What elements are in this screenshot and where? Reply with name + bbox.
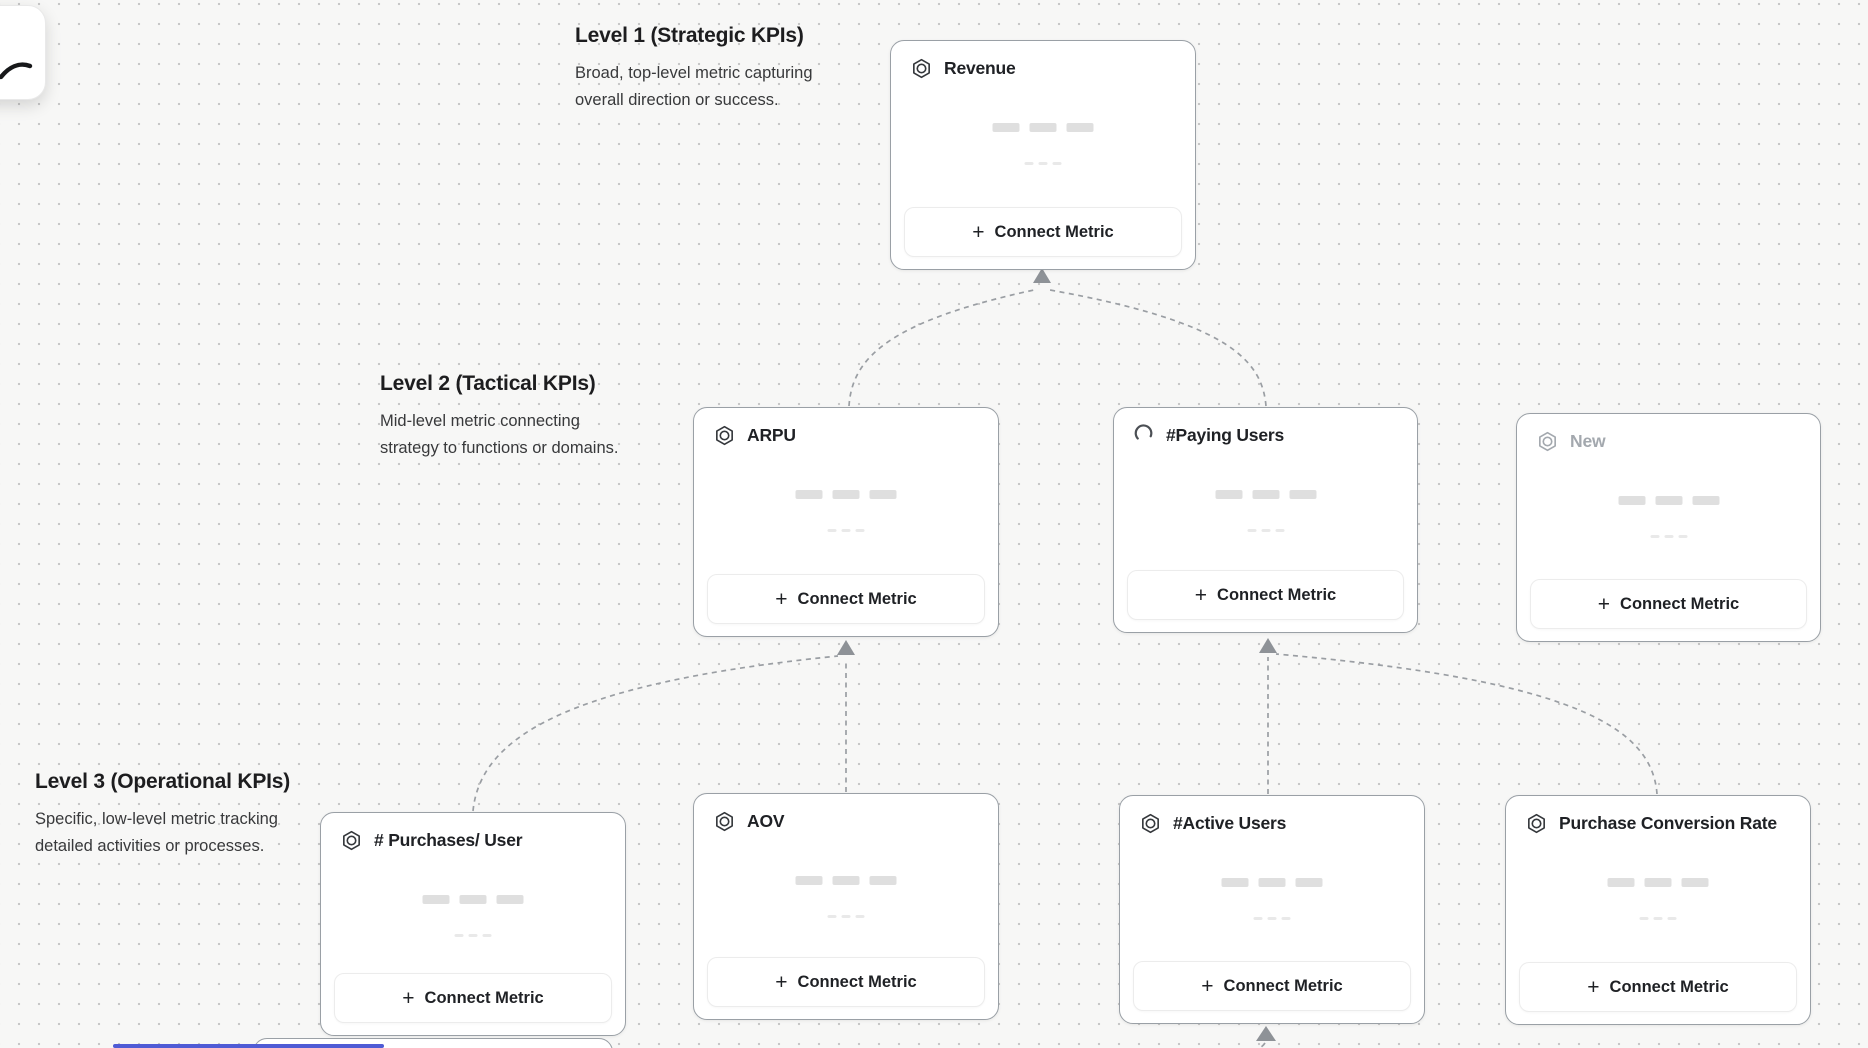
skeleton-bars [992,123,1094,132]
hexagon-metric-icon [913,58,930,79]
card-header: # Purchases/ User [340,829,523,852]
arrowhead-into-payingusers [1259,638,1277,653]
partial-tool-icon[interactable] [0,55,33,81]
level-2-label: Level 2 (Tactical KPIs) Mid-level metric… [380,372,625,462]
connector-purchases-to-arpu [472,655,839,812]
arrowhead-into-arpu [837,640,855,655]
connect-metric-label: Connect Metric [1609,977,1729,996]
skeleton-bars [1607,878,1709,887]
connect-metric-label: Connect Metric [797,972,917,991]
arrowhead-into-revenue [1033,268,1051,283]
skeleton-bars [1618,496,1719,505]
skeleton-dashes [1650,535,1687,538]
plus-icon: + [1201,974,1214,998]
card-title: # Purchases/ User [374,830,523,850]
plus-icon: + [972,220,985,244]
loading-spinner-icon [1134,424,1153,440]
card-title: AOV [747,811,785,831]
connect-metric-label: Connect Metric [994,222,1114,241]
card-header: Revenue [910,57,1016,80]
metric-card-purchases-per-user[interactable]: # Purchases/ User + Connect Metric [320,812,626,1036]
metric-card-revenue[interactable]: Revenue + Connect Metric [890,40,1196,270]
skeleton-dashes [1253,917,1291,920]
metric-card-new[interactable]: New + Connect Metric [1516,413,1821,642]
card-header: #Paying Users [1133,424,1284,446]
card-header: Purchase Conversion Rate [1525,812,1777,835]
plus-icon: + [775,970,788,994]
card-header: ARPU [713,424,796,447]
connect-metric-button[interactable]: + Connect Metric [1133,961,1411,1011]
hexagon-metric-icon [343,830,360,851]
hexagon-metric-icon [1528,813,1545,834]
hexagon-metric-icon [1142,813,1159,834]
level-2-title: Level 2 (Tactical KPIs) [380,372,596,395]
skeleton-bars [1221,878,1323,887]
level-1-description: Broad, top-level metric capturing overal… [575,64,813,109]
arrowhead-into-activeusers [1256,1026,1276,1041]
card-header: AOV [713,810,785,833]
connect-metric-button[interactable]: + Connect Metric [707,957,985,1007]
card-title: Revenue [944,58,1016,78]
corner-toolbar-panel[interactable] [0,5,46,100]
connect-metric-button[interactable]: + Connect Metric [904,207,1182,257]
level-3-title: Level 3 (Operational KPIs) [35,770,291,793]
plus-icon: + [1587,975,1600,999]
card-title: New [1570,431,1606,451]
hexagon-metric-icon [716,811,733,832]
connect-metric-button[interactable]: + Connect Metric [1530,579,1807,629]
skeleton-dashes [827,915,865,918]
skeleton-bars [1215,490,1316,499]
metric-card-aov[interactable]: AOV + Connect Metric [693,793,999,1020]
connect-metric-label: Connect Metric [1217,585,1337,604]
connect-metric-button[interactable]: + Connect Metric [1127,570,1404,620]
plus-icon: + [1194,583,1208,607]
skeleton-bars [795,876,897,885]
metric-card-purchase-conversion-rate[interactable]: Purchase Conversion Rate + Connect Metri… [1505,795,1811,1025]
card-header: #Active Users [1139,812,1286,835]
card-title: #Active Users [1173,813,1287,833]
skeleton-bars [795,490,897,499]
level-1-title: Level 1 (Strategic KPIs) [575,24,804,47]
level-3-label: Level 3 (Operational KPIs) Specific, low… [35,770,300,860]
connect-metric-button[interactable]: + Connect Metric [707,574,985,624]
plus-icon: + [1597,592,1611,616]
skeleton-dashes [1024,162,1062,165]
level-2-description: Mid-level metric connecting strategy to … [380,412,619,457]
skeleton-dashes [454,934,492,937]
metric-card-arpu[interactable]: ARPU + Connect Metric [693,407,999,637]
skeleton-dashes [827,529,865,532]
card-title: Purchase Conversion Rate [1559,813,1777,833]
connect-metric-label: Connect Metric [1620,594,1740,613]
level-3-description: Specific, low-level metric tracking deta… [35,810,278,855]
card-title: ARPU [747,425,796,445]
connector-conversionrate-to-payingusers [1275,653,1658,795]
connector-arpu-to-revenue [848,289,1035,407]
skeleton-bars [422,895,524,904]
metric-card-paying-users[interactable]: #Paying Users + Connect Metric [1113,407,1418,633]
hexagon-metric-icon [1539,431,1556,452]
hexagon-metric-icon [716,425,733,446]
connector-stub-bottom [1259,1042,1266,1048]
connect-metric-label: Connect Metric [1223,976,1343,995]
connector-payingusers-to-revenue [1049,289,1267,407]
plus-icon: + [775,587,788,611]
connect-metric-button[interactable]: + Connect Metric [1519,962,1797,1012]
connect-metric-label: Connect Metric [797,589,917,608]
skeleton-dashes [1247,529,1284,532]
metric-card-active-users[interactable]: #Active Users + Connect Metric [1119,795,1425,1024]
connect-metric-label: Connect Metric [424,988,544,1007]
level-1-label: Level 1 (Strategic KPIs) Broad, top-leve… [575,24,825,114]
skeleton-dashes [1639,917,1677,920]
blue-edge-indicator [113,1044,384,1048]
card-title: #Paying Users [1166,424,1285,445]
connect-metric-button[interactable]: + Connect Metric [334,973,612,1023]
plus-icon: + [402,986,415,1010]
card-header: New [1536,430,1606,453]
